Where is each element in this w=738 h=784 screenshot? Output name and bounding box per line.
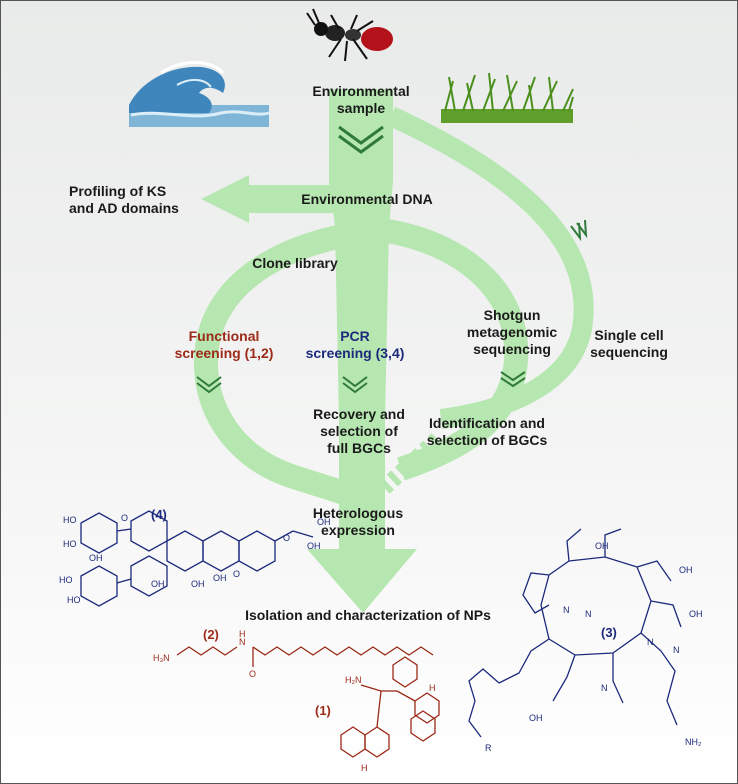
svg-text:OH: OH (317, 517, 331, 527)
svg-text:N: N (239, 637, 246, 647)
svg-text:O: O (233, 569, 240, 579)
svg-text:OH: OH (213, 573, 227, 583)
svg-text:NH₂: NH₂ (685, 737, 702, 747)
svg-text:H: H (361, 763, 368, 773)
svg-text:N: N (585, 609, 592, 619)
chevron-main (338, 125, 384, 154)
svg-text:H: H (239, 629, 246, 639)
ant-icon (306, 8, 393, 62)
dashed-connector (377, 433, 443, 495)
svg-text:HO: HO (63, 515, 77, 525)
compound-1-atoms: H₂N H H (345, 675, 436, 773)
environmental-dna-label: Environmental DNA (301, 191, 433, 207)
chevron-functional (196, 376, 222, 394)
compound-3-label: (3) (601, 625, 617, 640)
profiling-arrow (201, 175, 333, 223)
svg-text:N: N (673, 645, 680, 655)
svg-text:H₂N: H₂N (345, 675, 362, 685)
svg-text:N: N (563, 605, 570, 615)
svg-text:H₃N: H₃N (153, 653, 170, 663)
compound-1-label: (1) (315, 703, 331, 718)
compound-3-atoms: OH OH OH N N N N N OH NH₂ R (485, 541, 703, 753)
compound-1-structure (340, 656, 440, 758)
compound-3-structure (468, 528, 682, 738)
svg-text:R: R (485, 743, 492, 753)
compound-2-structure (176, 646, 434, 667)
clone-library-label: Clone library (252, 255, 338, 271)
svg-text:HO: HO (67, 595, 81, 605)
svg-text:H: H (429, 683, 436, 693)
compound-2-label: (2) (203, 627, 219, 642)
chevron-single-cell (570, 219, 588, 242)
grass-icon (441, 72, 574, 123)
svg-text:O: O (121, 513, 128, 523)
isolation-label: Isolation and characterization of NPs (245, 607, 491, 623)
functional-loop (193, 219, 375, 507)
svg-text:OH: OH (151, 579, 165, 589)
svg-text:O: O (283, 533, 290, 543)
svg-text:HO: HO (63, 539, 77, 549)
wave-icon (129, 61, 270, 127)
compound-4-atoms: HO HO OH HO HO OH OH OH O O OH OH O (59, 513, 331, 605)
svg-text:OH: OH (595, 541, 609, 551)
svg-text:N: N (601, 683, 608, 693)
compound-2-atoms: H₃N N H O (153, 629, 256, 679)
svg-text:OH: OH (89, 553, 103, 563)
chevron-shotgun (500, 371, 526, 388)
svg-text:O: O (249, 669, 256, 679)
shotgun-branch (371, 217, 529, 481)
svg-text:HO: HO (59, 575, 73, 585)
compound-4-label: (4) (151, 507, 167, 522)
svg-text:N: N (647, 637, 654, 647)
svg-text:OH: OH (191, 579, 205, 589)
svg-text:OH: OH (689, 609, 703, 619)
chevron-pcr (342, 376, 368, 394)
compound-4-structure (80, 510, 314, 607)
svg-text:OH: OH (529, 713, 543, 723)
svg-text:OH: OH (307, 541, 321, 551)
svg-text:OH: OH (679, 565, 693, 575)
